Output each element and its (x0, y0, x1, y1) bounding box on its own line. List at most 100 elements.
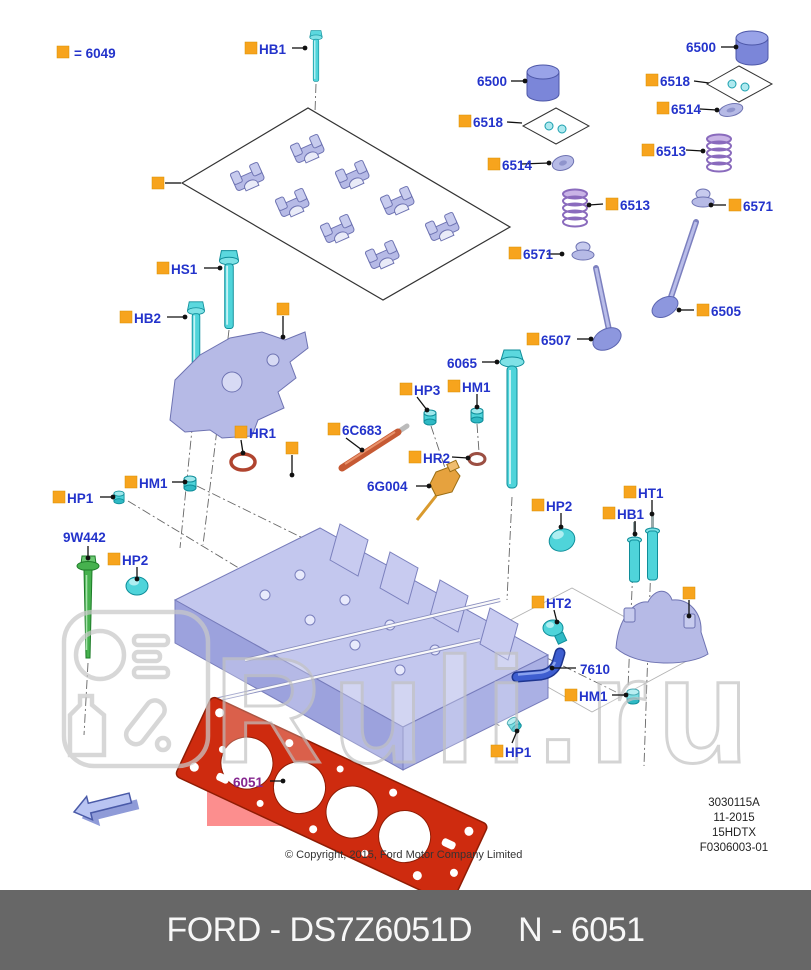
orange-square-tag (490, 744, 504, 758)
orange-square-tag (458, 114, 472, 128)
label-6514-left: 6514 (487, 157, 552, 173)
part-callout-text: 6500 (477, 74, 507, 89)
orange-square-tag (645, 73, 659, 87)
watermark-text: Ruli.ru (214, 626, 759, 794)
part-callout-text: HM1 (462, 380, 491, 395)
valve-spring-6513-left (562, 188, 588, 228)
orange-square-tag (531, 595, 545, 609)
orange-square-tag (602, 506, 616, 520)
label-hm1-left: HM1 (124, 475, 188, 491)
label-6571-right: 6571 (708, 198, 774, 214)
part-callout-text: HR1 (249, 426, 276, 441)
part-callout-text: HB1 (617, 507, 644, 522)
part-callout-text: HB2 (134, 311, 161, 326)
label-6518-right: 6518 (645, 73, 710, 89)
label-hm1-right: HM1 (564, 688, 629, 704)
cap-hm1-mid (470, 407, 484, 424)
part-callout-text: 6571 (523, 247, 554, 262)
orange-square-tag (728, 198, 742, 212)
revision-number: 3030115A (708, 797, 760, 809)
orange-square-tag (564, 688, 578, 702)
orange-square-tag (408, 450, 422, 464)
part-callout-text: 6507 (541, 333, 571, 348)
footer-bar: FORD - DS7Z6051D N - 6051 (0, 890, 811, 970)
o-ring-hr2 (467, 452, 487, 466)
label-hp1-right: HP1 (490, 728, 532, 760)
spring-retainer-6514-right (718, 102, 744, 118)
part-callout-text: 6514 (671, 102, 702, 117)
bracket-hole (221, 371, 243, 393)
label-6518-left: 6518 (458, 114, 523, 130)
part-callout-text: 6518 (660, 74, 691, 89)
part-callout-text: 6500 (686, 40, 716, 55)
part-callout-text: 6051 (233, 775, 264, 790)
label-legend-6049: = 6049 (56, 45, 116, 61)
label-hr1: HR1 (234, 425, 276, 456)
exploded-view-diagram: Ruli.ru = 6049HB1HS1HB2HR16C683HM1HP19W4… (52, 29, 774, 890)
mount-bracket-right (615, 590, 709, 664)
label-6513-left: 6513 (586, 197, 651, 213)
cylinder-head (173, 523, 550, 771)
label-6065: 6065 (447, 356, 500, 371)
orange-square-tag (623, 485, 637, 499)
spring-retainer-6514-left (551, 155, 575, 171)
part-callout-text: 6513 (656, 144, 687, 159)
orange-square-tag (124, 475, 138, 489)
part-callout-text: HP3 (414, 383, 441, 398)
direction-arrow (72, 792, 140, 827)
footer-group-number: N - 6051 (518, 910, 645, 949)
part-callout-text: 6C683 (342, 423, 382, 438)
part-callout-text: 7610 (580, 662, 610, 677)
label-6571-left: 6571 (508, 246, 565, 262)
part-callout-text: 6513 (620, 198, 651, 213)
temp-sensor-6g004 (415, 459, 461, 521)
part-callout-text: 9W442 (63, 530, 106, 545)
tappet-bucket-6500-right (735, 30, 769, 66)
label-6514-right: 6514 (656, 101, 720, 117)
part-callout-text: = 6049 (74, 46, 116, 61)
label-6500-right: 6500 (686, 40, 739, 55)
figure-number: F0306003-01 (699, 842, 769, 854)
plug-hp3 (423, 409, 437, 426)
label-plate-tag (151, 176, 181, 190)
orange-square-tag (52, 490, 66, 504)
orange-square-tag (526, 332, 540, 346)
label-6507: 6507 (526, 332, 594, 348)
orange-square-tag (156, 261, 170, 275)
orange-square-tag (234, 425, 248, 439)
orange-square-tag (682, 586, 696, 600)
label-6500-left: 6500 (477, 74, 528, 89)
part-callout-text: 6518 (473, 115, 504, 130)
head-gasket-6051 (175, 696, 488, 890)
part-callout-text: HP2 (122, 553, 148, 568)
orange-square-tag (244, 41, 258, 55)
part-callout-text: 6065 (447, 356, 478, 371)
orange-square-tag (656, 101, 670, 115)
label-hp2-left: HP2 (107, 552, 148, 582)
label-hm1-mid: HM1 (447, 379, 491, 410)
orange-square-tag (487, 157, 501, 171)
part-callout-text: HR2 (423, 451, 450, 466)
camshaft-bolt-hb1 (309, 29, 323, 83)
part-callout-text: 6514 (502, 158, 533, 173)
orange-square-tag (447, 379, 461, 393)
label-bracket-left-tag (276, 302, 290, 340)
part-callout-text: 6505 (711, 304, 742, 319)
part-callout-text: HP1 (505, 745, 532, 760)
orange-square-tag (56, 45, 70, 59)
part-callout-text: HM1 (139, 476, 168, 491)
label-hr2: HR2 (408, 450, 471, 466)
exhaust-valve-6505 (651, 219, 699, 318)
part-callout-text: HB1 (259, 42, 286, 57)
orange-square-tag (151, 176, 165, 190)
tappet-bucket-6500-left (526, 64, 560, 102)
part-callout-text: HT1 (638, 486, 664, 501)
orange-square-tag (276, 302, 290, 316)
label-ht2: HT2 (531, 595, 572, 625)
label-6051: 6051 (233, 775, 286, 790)
part-callout-text: HM1 (579, 689, 608, 704)
watermark: Ruli.ru (61, 609, 759, 796)
label-hp2-right: HP2 (531, 498, 572, 530)
revision-date: 11-2015 (713, 812, 755, 824)
